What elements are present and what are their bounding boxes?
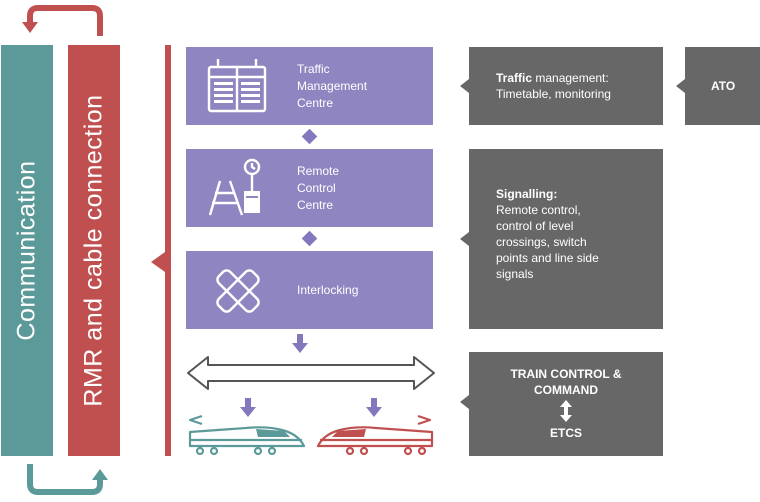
- train-control-line2: COMMAND: [534, 383, 598, 397]
- rmr-connector-pointer: [151, 252, 165, 272]
- rmr-label: RMR and cable connection: [79, 94, 108, 407]
- ato-box-pointer: [676, 79, 685, 93]
- traffic-bold-label: Traffic: [496, 71, 533, 85]
- timetable-board-icon: [207, 59, 267, 113]
- traffic-rest-label: management:: [532, 71, 609, 85]
- high-speed-train-icon: [316, 414, 434, 456]
- vertical-double-arrow-icon: [560, 400, 572, 422]
- remote-control-centre-label: Remote Control Centre: [297, 164, 340, 212]
- traffic-line2: Timetable, monitoring: [496, 87, 611, 101]
- ato-label: ATO: [711, 79, 736, 93]
- rmr-loop-arrow-icon: [22, 5, 103, 36]
- interlocking-label: Interlocking: [297, 283, 359, 297]
- down-arrow-icon: [292, 334, 308, 353]
- communication-label: Communication: [12, 160, 41, 341]
- track-signal-icon: [208, 158, 261, 216]
- signalling-title: Signalling:: [496, 187, 558, 201]
- connector-diamond: [301, 230, 318, 247]
- remote-control-centre-box: Remote Control Centre: [186, 149, 433, 227]
- double-headed-arrow-icon: [187, 356, 435, 390]
- train-control-box-pointer: [460, 395, 469, 409]
- signalling-info-box: Signalling: Remote control, control of l…: [469, 149, 663, 329]
- interlocking-box: Interlocking: [186, 251, 433, 329]
- rmr-bar: RMR and cable connection: [68, 45, 120, 456]
- connector-diamond: [301, 128, 318, 145]
- traffic-management-centre-label: Traffic Management Centre: [297, 62, 368, 110]
- interlocking-cross-icon: [216, 269, 260, 313]
- communication-bar: Communication: [1, 45, 53, 456]
- high-speed-train-icon: [188, 414, 306, 456]
- traffic-box-pointer: [460, 79, 469, 93]
- signalling-box-pointer: [460, 232, 469, 246]
- communication-loop-arrow-icon: [27, 464, 108, 495]
- traffic-management-info-box: Traffic management: Timetable, monitorin…: [469, 47, 663, 125]
- etcs-label: ETCS: [549, 426, 582, 440]
- down-arrow-icon: [240, 398, 256, 417]
- down-arrow-icon: [366, 398, 382, 417]
- ato-box: ATO: [685, 47, 760, 125]
- rmr-connector-line: [165, 45, 171, 456]
- traffic-management-centre-box: Traffic Management Centre: [186, 47, 433, 125]
- train-control-line1: TRAIN CONTROL &: [510, 367, 622, 381]
- train-control-info-box: TRAIN CONTROL & COMMAND ETCS: [469, 352, 663, 456]
